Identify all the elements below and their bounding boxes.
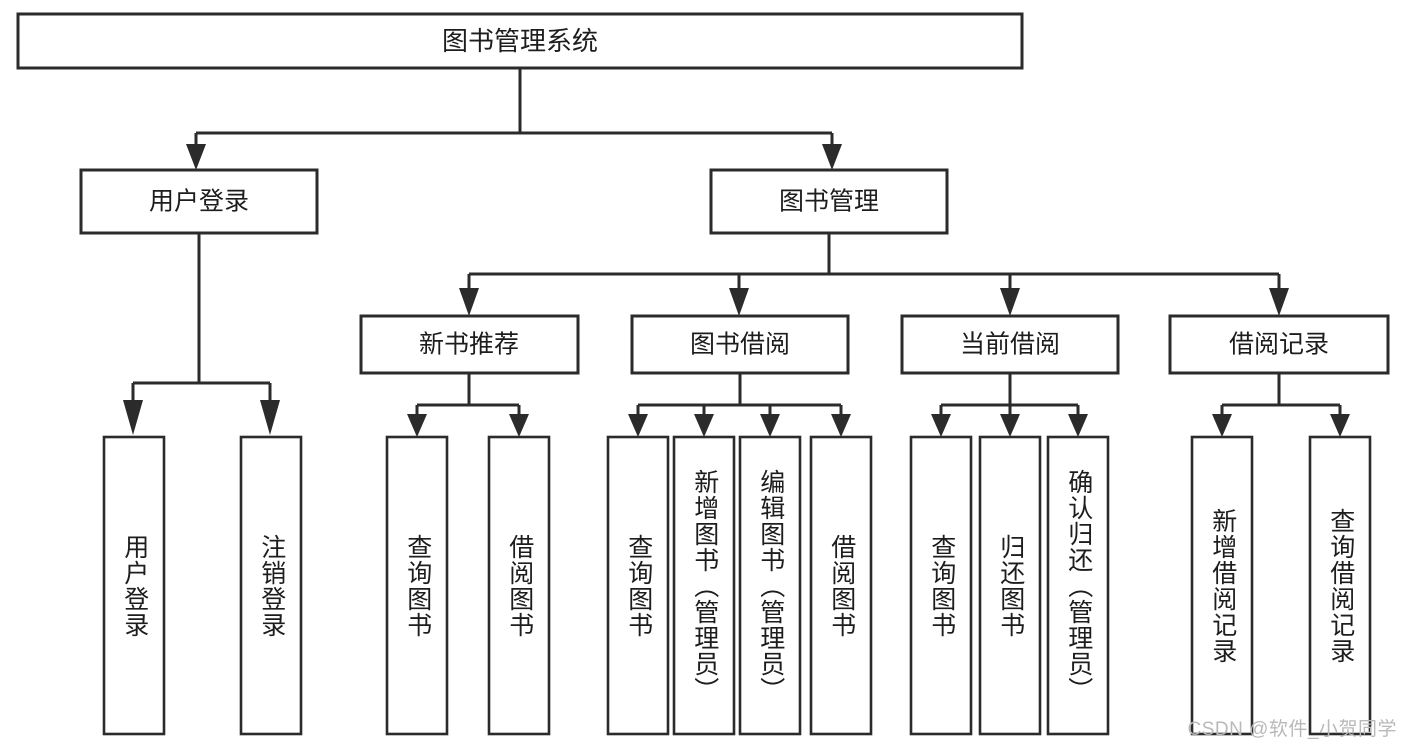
arrowhead-to-borrow-record <box>1269 288 1289 316</box>
node-user-login[interactable]: 用户登录 <box>79 168 319 235</box>
node-root[interactable]: 图书管理系统 <box>16 12 1024 70</box>
watermark-text: CSDN @软件_小贺同学 <box>1187 719 1397 740</box>
arrowhead-currentborrow-leaf-2 <box>1000 414 1020 437</box>
leaf-box-borrow-record-1[interactable] <box>1190 435 1254 736</box>
arrowhead-newbook-leaf-2 <box>509 414 529 437</box>
node-current-borrow[interactable]: 当前借阅 <box>900 314 1120 375</box>
borrow-record-box[interactable] <box>1168 314 1390 375</box>
arrowhead-to-book-borrow <box>729 288 749 316</box>
arrowhead-borrowrecord-leaf-2 <box>1330 414 1350 437</box>
root-box[interactable] <box>16 12 1024 70</box>
arrowhead-currentborrow-leaf-1 <box>931 414 951 437</box>
current-borrow-label: 当前借阅 <box>960 331 1060 359</box>
arrowhead-bookborrow-leaf-3 <box>760 414 780 437</box>
book-management-label: 图书管理 <box>779 188 879 216</box>
leaf-box-new-book-1[interactable] <box>385 435 449 736</box>
user-login-label: 用户登录 <box>149 188 249 216</box>
arrowhead-bookborrow-leaf-2 <box>694 414 714 437</box>
arrowhead-userlogin-leaf-2 <box>260 400 280 435</box>
arrowhead-bookborrow-leaf-4 <box>831 414 851 437</box>
leaf-box-current-borrow-2[interactable] <box>978 435 1042 736</box>
leaf-box-book-borrow-3[interactable] <box>738 435 802 736</box>
arrowhead-userlogin-leaf-1 <box>123 400 143 435</box>
leaf-box-current-borrow-3[interactable] <box>1046 435 1110 736</box>
node-new-book-recommend[interactable]: 新书推荐 <box>359 314 580 375</box>
book-management-box[interactable] <box>709 168 949 235</box>
leaf-box-book-borrow-4[interactable] <box>809 435 873 736</box>
arrowhead-borrowrecord-leaf-1 <box>1212 414 1232 437</box>
node-book-management[interactable]: 图书管理 <box>709 168 949 235</box>
book-borrow-label: 图书借阅 <box>690 331 790 359</box>
leaf-box-book-borrow-2[interactable] <box>672 435 736 736</box>
leaf-box-user-login-2[interactable] <box>239 435 303 736</box>
new-book-recommend-label: 新书推荐 <box>419 331 519 359</box>
arrowhead-currentborrow-leaf-3 <box>1068 414 1088 437</box>
arrowhead-to-book-management <box>822 144 842 170</box>
arrowhead-newbook-leaf-1 <box>407 414 427 437</box>
arrowhead-to-user-login <box>186 144 206 170</box>
book-borrow-box[interactable] <box>630 314 850 375</box>
leaf-box-borrow-record-2[interactable] <box>1308 435 1372 736</box>
leaf-box-new-book-2[interactable] <box>487 435 551 736</box>
borrow-record-label: 借阅记录 <box>1229 331 1329 359</box>
arrowhead-to-new-book <box>459 288 479 316</box>
new-book-recommend-box[interactable] <box>359 314 580 375</box>
current-borrow-box[interactable] <box>900 314 1120 375</box>
node-book-borrow[interactable]: 图书借阅 <box>630 314 850 375</box>
leaf-box-book-borrow-1[interactable] <box>606 435 670 736</box>
arrowhead-bookborrow-leaf-1 <box>628 414 648 437</box>
root-label: 图书管理系统 <box>442 26 598 56</box>
leaf-box-current-borrow-1[interactable] <box>909 435 973 736</box>
leaf-box-user-login-1[interactable] <box>102 435 166 736</box>
arrowhead-to-current-borrow <box>1000 288 1020 316</box>
node-borrow-record[interactable]: 借阅记录 <box>1168 314 1390 375</box>
